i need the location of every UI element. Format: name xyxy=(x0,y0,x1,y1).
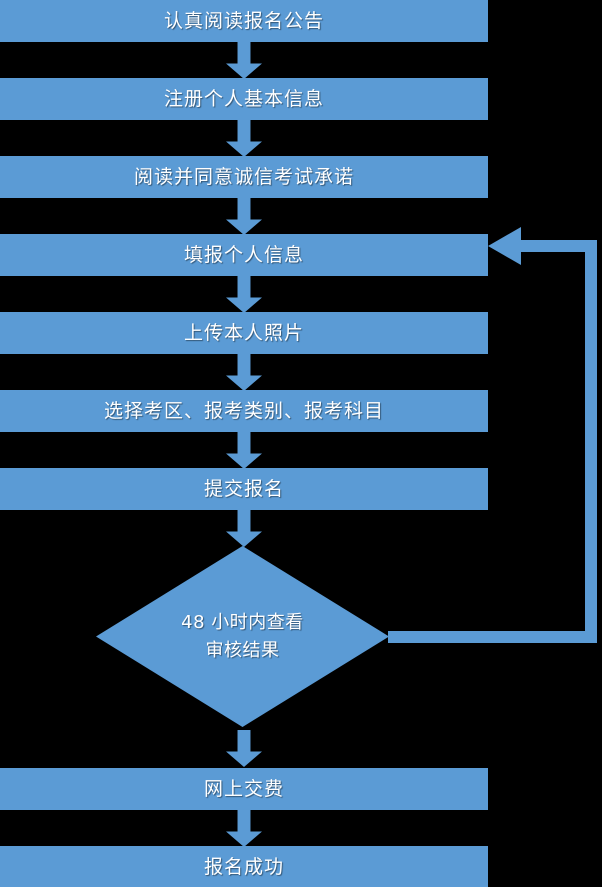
flow-node-label: 注册个人基本信息 xyxy=(163,87,324,110)
down-arrow-icon-8 xyxy=(226,730,262,767)
flow-node-label: 报名成功 xyxy=(203,855,284,878)
flow-node-check-review-result-decision[interactable]: 48 小时内查看 审核结果 xyxy=(96,546,389,727)
feedback-loop-arrowhead-icon xyxy=(488,227,521,265)
flow-node-read-announcement[interactable]: 认真阅读报名公告 xyxy=(0,0,488,42)
flow-node-online-payment[interactable]: 网上交费 xyxy=(0,768,488,810)
flow-node-submit-registration[interactable]: 提交报名 xyxy=(0,468,488,510)
down-arrow-icon-7 xyxy=(226,510,262,547)
flow-node-registration-success[interactable]: 报名成功 xyxy=(0,846,488,887)
flow-node-label: 提交报名 xyxy=(203,477,284,500)
down-arrow-icon-3 xyxy=(226,198,262,235)
feedback-loop-vertical-segment xyxy=(585,240,597,643)
down-arrow-icon-9 xyxy=(226,810,262,847)
down-arrow-icon-5 xyxy=(226,354,262,391)
flow-node-register-basic-info[interactable]: 注册个人基本信息 xyxy=(0,78,488,120)
down-arrow-icon-2 xyxy=(226,120,262,157)
feedback-loop-horizontal-top-segment xyxy=(521,240,597,252)
flow-node-upload-photo[interactable]: 上传本人照片 xyxy=(0,312,488,354)
flow-node-label: 选择考区、报考类别、报考科目 xyxy=(103,399,384,422)
down-arrow-icon-4 xyxy=(226,276,262,313)
feedback-loop-horizontal-bottom-segment xyxy=(388,631,597,643)
down-arrow-icon-1 xyxy=(226,42,262,79)
down-arrow-icon-6 xyxy=(226,432,262,469)
flow-node-label: 上传本人照片 xyxy=(183,321,304,344)
flow-node-agree-integrity-pledge[interactable]: 阅读并同意诚信考试承诺 xyxy=(0,156,488,198)
flow-node-label: 认真阅读报名公告 xyxy=(163,9,324,32)
diamond-shape xyxy=(96,546,389,727)
flow-node-fill-personal-info[interactable]: 填报个人信息 xyxy=(0,234,488,276)
flow-node-label: 网上交费 xyxy=(203,777,284,800)
flow-node-label: 填报个人信息 xyxy=(183,243,304,266)
flow-node-label: 阅读并同意诚信考试承诺 xyxy=(133,165,354,188)
flow-node-select-exam-area-category-subject[interactable]: 选择考区、报考类别、报考科目 xyxy=(0,390,488,432)
